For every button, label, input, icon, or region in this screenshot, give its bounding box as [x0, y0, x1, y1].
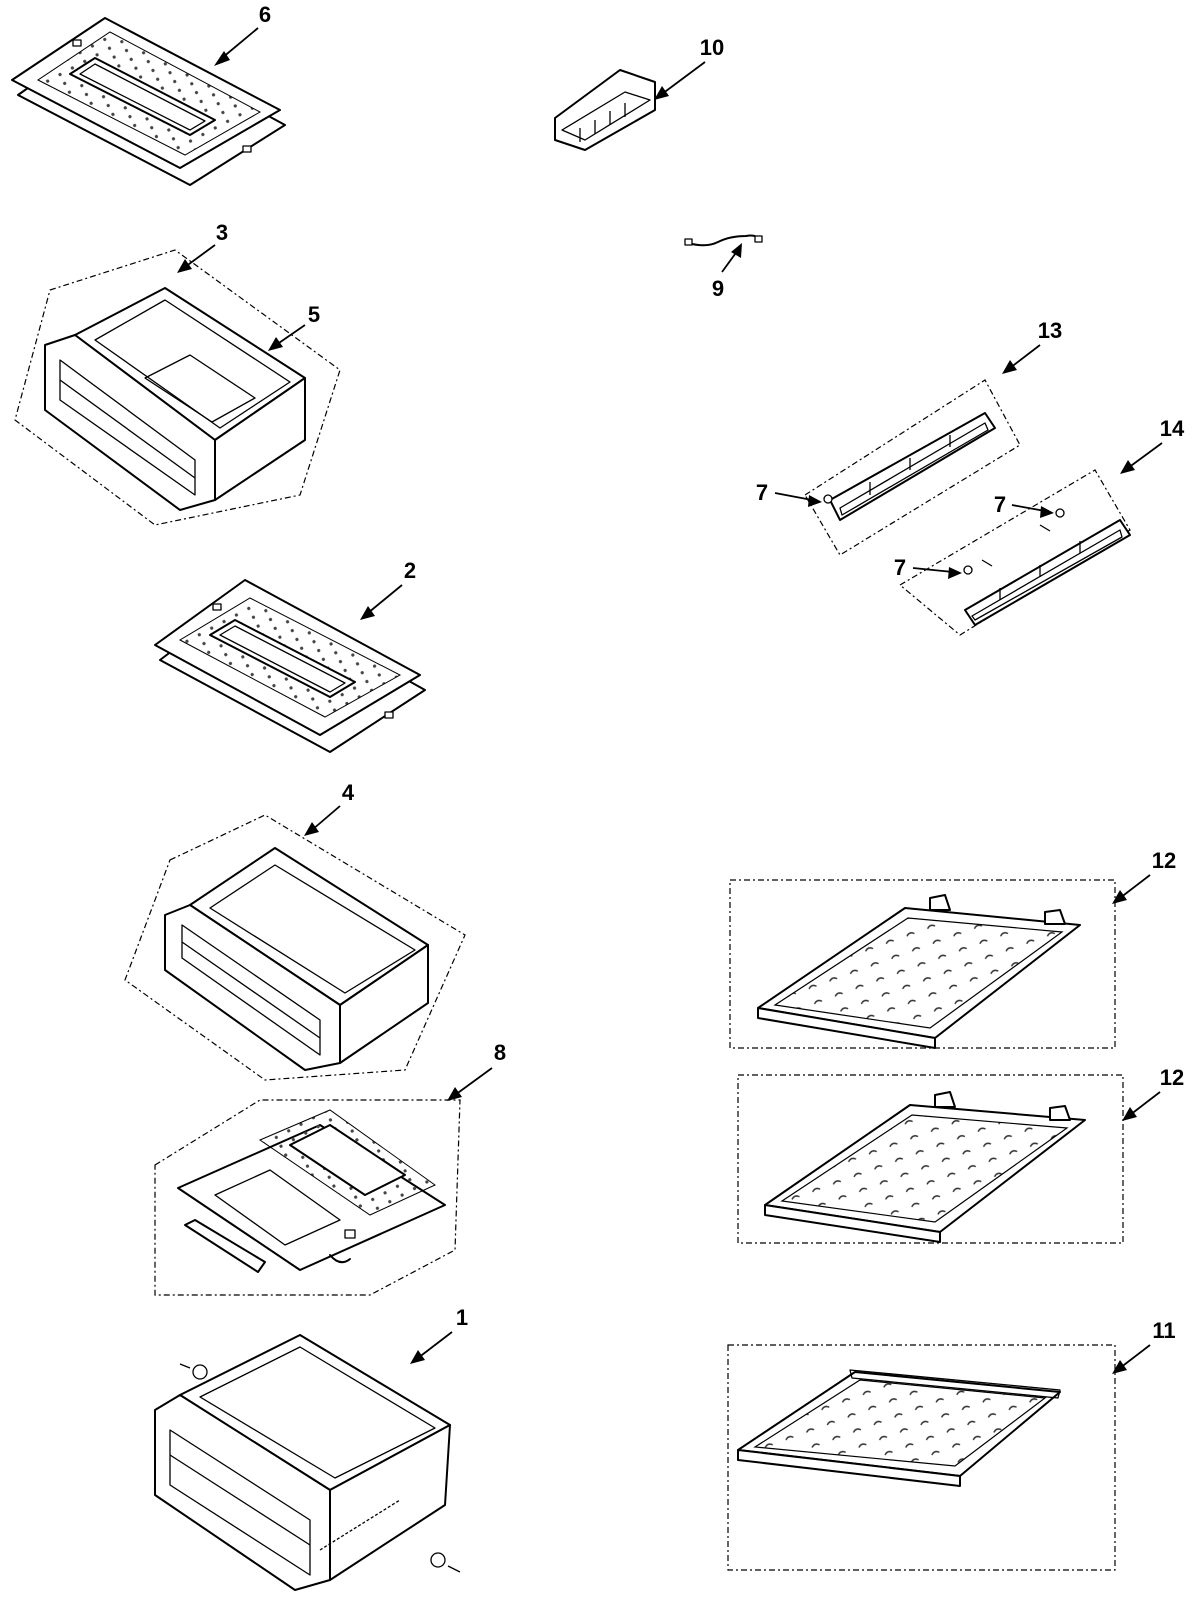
callout-4: 4	[304, 780, 355, 836]
part-4-drawer	[124, 814, 466, 1081]
part-label-5: 5	[308, 302, 320, 327]
part-12-glass-shelf-lower	[737, 1074, 1124, 1244]
part-label-7c: 7	[894, 555, 906, 580]
callout-10: 10	[654, 35, 724, 100]
callout-14: 14	[1120, 416, 1185, 474]
callout-8: 8	[447, 1040, 506, 1101]
callout-6: 6	[214, 2, 271, 66]
callout-7c: 7	[894, 555, 962, 580]
callout-13: 13	[1002, 318, 1062, 374]
part-label-8: 8	[494, 1040, 506, 1065]
part-11-glass-shelf	[727, 1344, 1116, 1571]
part-14-shelf-rail	[898, 469, 1131, 636]
part-label-1: 1	[456, 1305, 468, 1330]
part-label-10: 10	[700, 35, 724, 60]
part-label-12b: 12	[1160, 1065, 1184, 1090]
callout-9: 9	[712, 243, 742, 301]
part-label-4: 4	[342, 780, 355, 805]
callout-3: 3	[177, 220, 228, 273]
part-label-3: 3	[216, 220, 228, 245]
part-9-wire-harness	[684, 234, 763, 247]
part-label-12a: 12	[1152, 848, 1176, 873]
callout-11: 11	[1112, 1318, 1176, 1374]
callout-12b: 12	[1122, 1065, 1184, 1121]
part-label-6: 6	[259, 2, 271, 27]
callout-5: 5	[268, 302, 320, 351]
callout-1: 1	[410, 1305, 468, 1364]
part-8-cover-assembly	[154, 1099, 461, 1296]
part-2-crisper-cover	[154, 579, 426, 753]
part-label-14: 14	[1160, 416, 1185, 441]
part-7-screws	[823, 494, 1065, 575]
callout-12a: 12	[1112, 848, 1176, 904]
part-12-glass-shelf-upper	[729, 879, 1116, 1049]
callout-7a: 7	[756, 480, 822, 507]
part-label-11: 11	[1152, 1318, 1175, 1343]
part-1-drawer-pan	[154, 1334, 461, 1591]
part-label-13: 13	[1038, 318, 1062, 343]
callout-7b: 7	[994, 492, 1054, 518]
part-3-crisper-drawer-assembly	[14, 249, 341, 526]
part-13-shelf-rail	[804, 379, 1021, 556]
callout-2: 2	[360, 558, 416, 620]
part-label-9: 9	[712, 276, 724, 301]
part-10-door-bin	[554, 69, 656, 151]
part-label-7a: 7	[756, 480, 768, 505]
part-label-7b: 7	[994, 492, 1006, 517]
part-label-2: 2	[404, 558, 416, 583]
part-6-crisper-cover	[11, 17, 286, 186]
